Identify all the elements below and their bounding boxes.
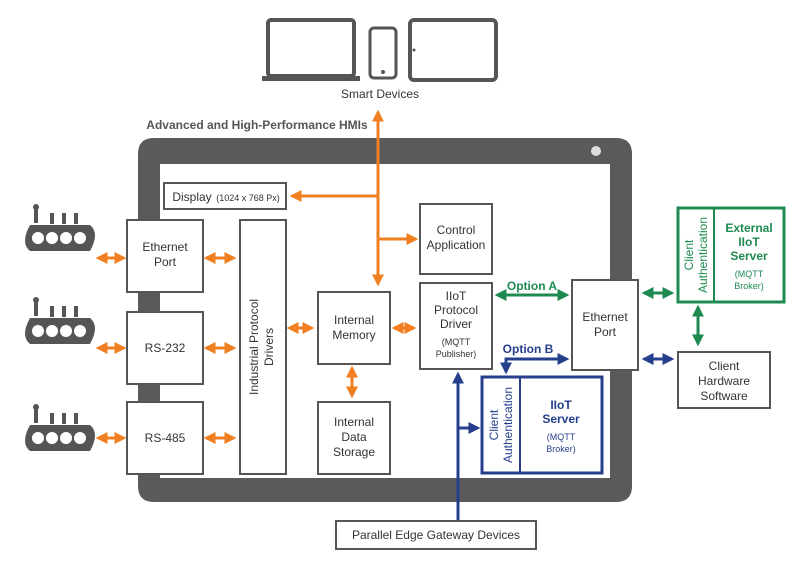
svg-text:Driver: Driver: [440, 317, 472, 331]
client-software-box: Client Hardware Software: [677, 351, 771, 409]
hmi-title: Advanced and High-Performance HMIs: [146, 118, 368, 132]
rs232-port: RS-232: [126, 311, 204, 385]
option-b-label: Option B: [503, 342, 554, 356]
svg-text:Server: Server: [542, 412, 580, 426]
control-application-box: Control Application: [419, 203, 493, 275]
svg-text:Broker): Broker): [546, 444, 576, 454]
svg-text:Client: Client: [682, 239, 696, 270]
smart-devices-label: Smart Devices: [341, 87, 419, 101]
conveyor-icon: [25, 204, 95, 251]
svg-text:Client: Client: [487, 409, 501, 440]
svg-text:Memory: Memory: [332, 328, 375, 342]
svg-text:IIoT: IIoT: [446, 289, 467, 303]
svg-text:Server: Server: [730, 249, 768, 263]
svg-text:Publisher): Publisher): [436, 349, 477, 359]
svg-text:External: External: [725, 221, 772, 235]
internal-storage-box: Internal Data Storage: [317, 401, 391, 475]
protocol-drivers-box: Industrial Protocol Drivers: [239, 219, 287, 475]
svg-text:Protocol: Protocol: [434, 303, 478, 317]
svg-text:Data: Data: [341, 430, 367, 444]
svg-text:Authentication: Authentication: [501, 387, 515, 463]
svg-text:Drivers: Drivers: [262, 328, 276, 366]
svg-text:Authentication: Authentication: [696, 217, 710, 293]
svg-text:Storage: Storage: [333, 445, 375, 459]
external-iiot-server-box: Client Authentication External IIoT Serv…: [676, 206, 786, 304]
iiot-driver-box: IIoT Protocol Driver (MQTT Publisher): [419, 282, 493, 370]
ethernet-port-left: Ethernet Port: [126, 219, 204, 293]
svg-text:RS-485: RS-485: [145, 431, 186, 445]
svg-text:RS-232: RS-232: [145, 341, 186, 355]
svg-text:Ethernet: Ethernet: [142, 240, 188, 254]
rs485-port: RS-485: [126, 401, 204, 475]
svg-text:(MQTT: (MQTT: [442, 337, 471, 347]
phone-icon: [368, 26, 398, 80]
iiot-server-box: Client Authentication IIoT Server (MQTT …: [480, 375, 604, 475]
svg-text:Port: Port: [594, 325, 617, 339]
svg-text:Hardware: Hardware: [698, 374, 750, 388]
svg-text:(MQTT: (MQTT: [735, 269, 764, 279]
svg-text:Software: Software: [700, 389, 748, 403]
display-box: Display (1024 x 768 Px): [163, 182, 287, 210]
svg-text:(1024 x 768 Px): (1024 x 768 Px): [216, 193, 280, 203]
conveyor-icon: [25, 404, 95, 451]
svg-text:Internal: Internal: [334, 415, 374, 429]
svg-text:Application: Application: [427, 238, 486, 252]
internal-memory-box: Internal Memory: [317, 291, 391, 365]
svg-text:(MQTT: (MQTT: [547, 432, 576, 442]
conveyor-icon: [25, 297, 95, 344]
option-a-label: Option A: [507, 279, 558, 293]
svg-text:Parallel Edge Gateway Devices: Parallel Edge Gateway Devices: [352, 528, 520, 542]
svg-text:Control: Control: [437, 223, 476, 237]
svg-text:Industrial Protocol: Industrial Protocol: [247, 299, 261, 395]
edge-gateway-box: Parallel Edge Gateway Devices: [335, 520, 537, 550]
svg-text:IIoT: IIoT: [738, 235, 760, 249]
svg-text:IIoT: IIoT: [550, 398, 572, 412]
svg-text:Display: Display: [172, 190, 211, 204]
ethernet-port-right: Ethernet Port: [571, 279, 639, 371]
svg-text:Internal: Internal: [334, 313, 374, 327]
svg-text:Client: Client: [709, 359, 740, 373]
svg-text:Broker): Broker): [734, 281, 764, 291]
tablet-icon: [408, 18, 498, 82]
svg-text:Ethernet: Ethernet: [582, 310, 628, 324]
laptop-icon: [262, 18, 360, 81]
svg-text:Port: Port: [154, 255, 177, 269]
